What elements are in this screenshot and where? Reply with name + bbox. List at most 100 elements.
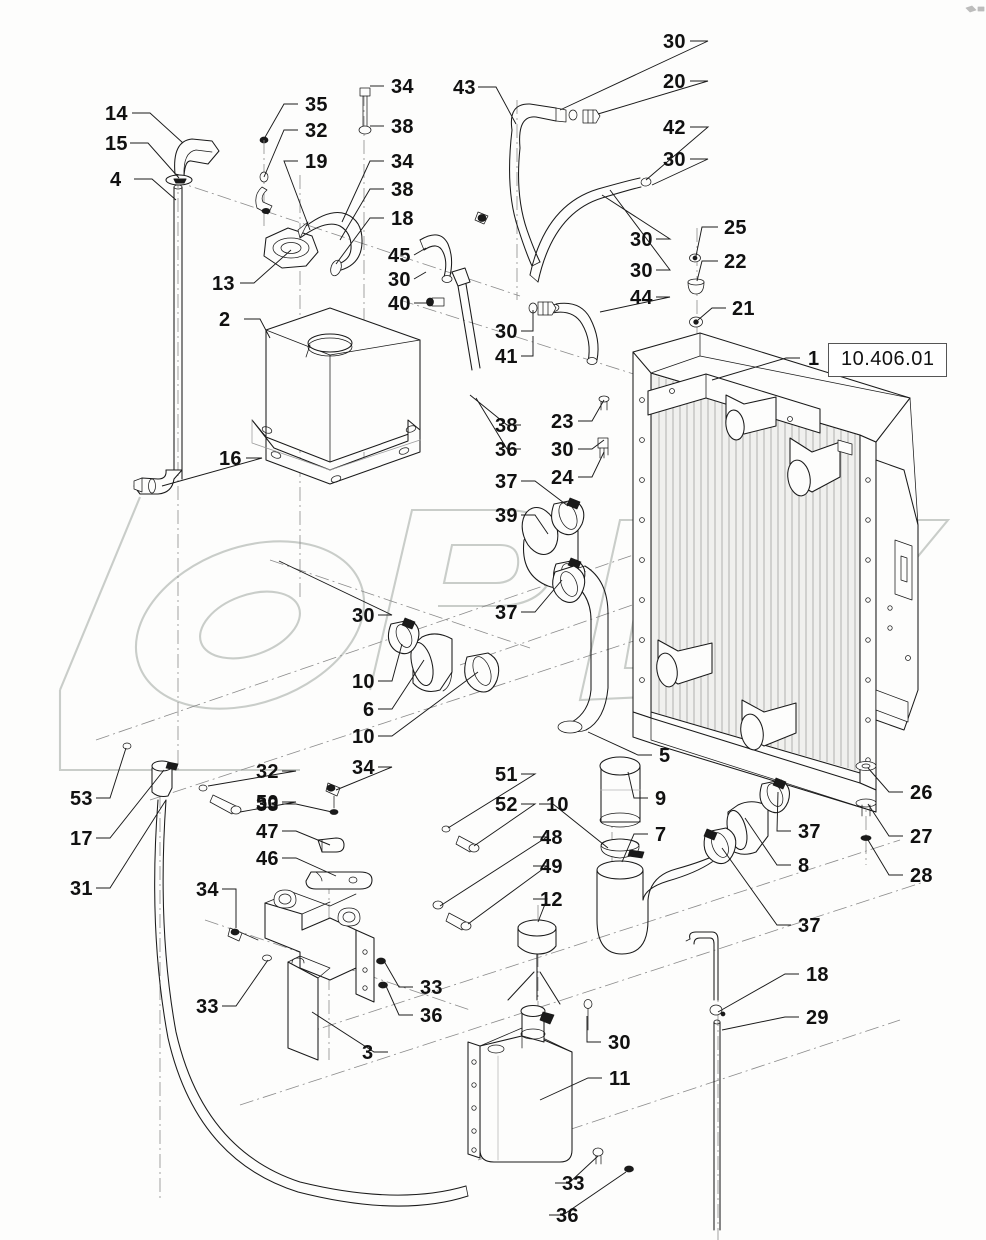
callout-41: 41 bbox=[495, 346, 518, 368]
callout-12: 12 bbox=[540, 889, 563, 911]
sleeve-8-clamps-37 bbox=[703, 777, 790, 865]
callout-17: 17 bbox=[70, 828, 93, 850]
callout-24: 24 bbox=[551, 467, 574, 489]
callout-30: 30 bbox=[663, 31, 686, 53]
callout-26: 26 bbox=[910, 782, 933, 804]
callout-29: 29 bbox=[806, 1007, 829, 1029]
callout-48: 48 bbox=[540, 827, 563, 849]
tube-14-15-4 bbox=[133, 138, 220, 495]
leader-lines bbox=[96, 40, 903, 1216]
callout-37: 37 bbox=[495, 471, 518, 493]
callout-5: 5 bbox=[659, 745, 671, 767]
bracket-3-assembly bbox=[227, 782, 375, 1061]
callout-30: 30 bbox=[608, 1032, 631, 1054]
reference-number-box: 10.406.01 bbox=[828, 343, 948, 377]
filler-cap-13 bbox=[263, 227, 319, 269]
callout-30: 30 bbox=[388, 269, 411, 291]
callout-16: 16 bbox=[219, 448, 242, 470]
callout-27: 27 bbox=[910, 826, 933, 848]
callout-36: 36 bbox=[420, 1005, 443, 1027]
callout-13: 13 bbox=[212, 273, 235, 295]
callout-3: 3 bbox=[362, 1042, 374, 1064]
callout-30: 30 bbox=[495, 321, 518, 343]
callout-33: 33 bbox=[562, 1173, 585, 1195]
callout-34: 34 bbox=[391, 76, 414, 98]
pins-51-52-48-49 bbox=[432, 825, 480, 931]
callout-35: 35 bbox=[305, 94, 328, 116]
callout-37: 37 bbox=[798, 915, 821, 937]
hose-19 bbox=[297, 211, 363, 277]
callout-37: 37 bbox=[798, 821, 821, 843]
small-parts-45-40-41 bbox=[358, 87, 557, 371]
callout-36: 36 bbox=[495, 439, 518, 461]
callout-40: 40 bbox=[388, 293, 411, 315]
callout-38: 38 bbox=[391, 116, 414, 138]
callout-30: 30 bbox=[630, 229, 653, 251]
tubes-18-29 bbox=[685, 931, 726, 1231]
callout-7: 7 bbox=[655, 824, 667, 846]
callout-11: 11 bbox=[609, 1068, 631, 1090]
callout-53: 53 bbox=[70, 788, 93, 810]
callout-49: 49 bbox=[540, 856, 563, 878]
pin-35-32 bbox=[255, 136, 273, 228]
hose-44 bbox=[548, 302, 599, 365]
callout-10: 10 bbox=[546, 794, 569, 816]
callout-32: 32 bbox=[305, 120, 328, 142]
reservoir-tank-11 bbox=[376, 919, 634, 1173]
callout-44: 44 bbox=[630, 287, 653, 309]
callout-33: 33 bbox=[256, 794, 279, 816]
callout-21: 21 bbox=[732, 298, 755, 320]
callout-10: 10 bbox=[352, 726, 375, 748]
callout-23: 23 bbox=[551, 411, 574, 433]
callout-2: 2 bbox=[219, 309, 231, 331]
callout-38: 38 bbox=[391, 179, 414, 201]
long-hose-31 bbox=[122, 742, 469, 1207]
sleeve-6-clamps-10 bbox=[387, 617, 500, 693]
callout-37: 37 bbox=[495, 602, 518, 624]
callout-33: 33 bbox=[420, 977, 443, 999]
callout-19: 19 bbox=[305, 151, 328, 173]
callout-8: 8 bbox=[798, 855, 810, 877]
expansion-tank bbox=[251, 307, 421, 485]
callout-34: 34 bbox=[352, 757, 375, 779]
callout-46: 46 bbox=[256, 848, 279, 870]
callout-28: 28 bbox=[910, 865, 933, 887]
callout-39: 39 bbox=[495, 505, 518, 527]
hose-43 bbox=[509, 103, 601, 267]
callout-36: 36 bbox=[556, 1205, 579, 1227]
callout-1: 1 bbox=[808, 348, 820, 370]
callout-42: 42 bbox=[663, 117, 686, 139]
callout-25: 25 bbox=[724, 217, 747, 239]
callout-14: 14 bbox=[105, 103, 128, 125]
callout-51: 51 bbox=[495, 764, 518, 786]
callout-34: 34 bbox=[196, 879, 219, 901]
stack-25-22-21 bbox=[687, 253, 705, 328]
callout-45: 45 bbox=[388, 245, 411, 267]
callout-50: 50 bbox=[256, 792, 279, 814]
screws-23-24 bbox=[597, 395, 610, 459]
callout-30: 30 bbox=[663, 149, 686, 171]
callout-33: 33 bbox=[196, 996, 219, 1018]
callout-32: 32 bbox=[256, 761, 279, 783]
callout-4: 4 bbox=[110, 169, 122, 191]
callout-30: 30 bbox=[630, 260, 653, 282]
hose-42 bbox=[529, 177, 652, 283]
callout-30: 30 bbox=[352, 605, 375, 627]
callout-31: 31 bbox=[70, 878, 93, 900]
callout-18: 18 bbox=[806, 964, 829, 986]
callout-18: 18 bbox=[391, 208, 414, 230]
corner-mark bbox=[965, 5, 985, 13]
callout-20: 20 bbox=[663, 71, 686, 93]
radiator-assembly bbox=[632, 332, 919, 813]
callout-30: 30 bbox=[551, 439, 574, 461]
callout-22: 22 bbox=[724, 251, 747, 273]
stack-26-27-28 bbox=[855, 761, 877, 841]
hose-5 bbox=[552, 565, 609, 734]
callout-9: 9 bbox=[655, 788, 667, 810]
callout-15: 15 bbox=[105, 133, 128, 155]
callout-34: 34 bbox=[391, 151, 414, 173]
callout-38: 38 bbox=[495, 415, 518, 437]
callout-47: 47 bbox=[256, 821, 279, 843]
callout-6: 6 bbox=[363, 699, 375, 721]
